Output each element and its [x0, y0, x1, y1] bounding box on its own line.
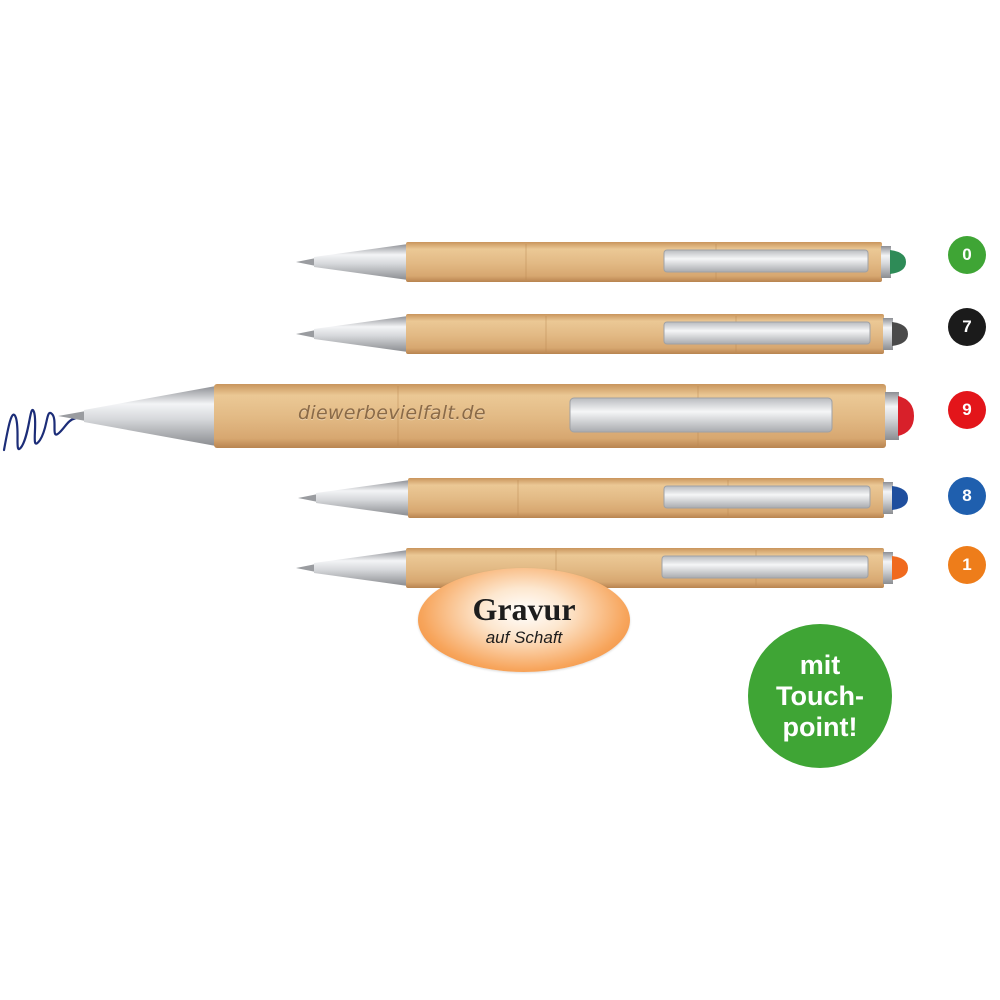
pen-8 — [298, 472, 910, 524]
touchpoint-badge: mit Touch- point! — [748, 624, 892, 768]
touch-line-2: Touch- — [776, 680, 864, 711]
color-code-badge-0: 0 — [948, 236, 986, 274]
pen-7 — [296, 308, 908, 360]
color-code-badge-1: 1 — [948, 546, 986, 584]
pen-9 — [58, 378, 914, 454]
gravur-title: Gravur — [472, 591, 576, 627]
engraving-text: diewerbevielfalt.de — [298, 402, 486, 424]
ink-scribble — [2, 408, 78, 452]
touch-line-3: point! — [782, 711, 858, 742]
color-code-badge-7: 7 — [948, 308, 986, 346]
touch-line-1: mit — [799, 649, 841, 680]
color-code-badge-8: 8 — [948, 477, 986, 515]
color-code-badge-9: 9 — [948, 391, 986, 429]
pen-0 — [296, 236, 908, 288]
gravur-subtitle: auf Schaft — [485, 628, 563, 647]
gravur-badge: Gravur auf Schaft — [418, 568, 630, 672]
